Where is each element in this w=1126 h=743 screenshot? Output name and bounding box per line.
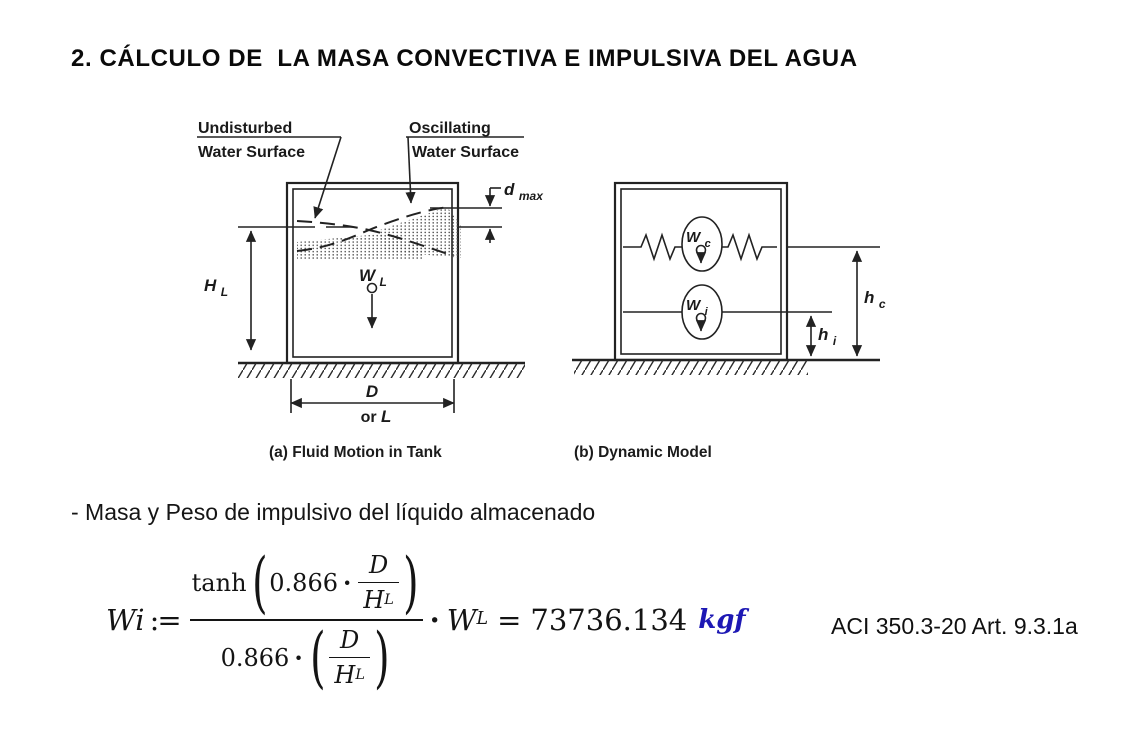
section-subtitle: - Masa y Peso de impulsivo del líquido a… xyxy=(71,499,596,525)
fraction-bar xyxy=(358,582,399,583)
page-title: 2. CÁLCULO DE LA MASA CONVECTIVA E IMPUL… xyxy=(71,45,858,72)
multiply-dot: · xyxy=(343,568,352,597)
oscillating-surface-curves xyxy=(296,206,455,257)
open-paren: ( xyxy=(251,543,268,621)
coefficient: 0.866 xyxy=(220,643,290,672)
ground-right xyxy=(572,358,880,375)
svg-text:Oscillating: Oscillating xyxy=(409,120,491,137)
close-paren: ) xyxy=(403,543,419,621)
tanh-function: tanh xyxy=(191,568,247,597)
coefficient: 0.866 xyxy=(269,568,338,597)
fraction-bar xyxy=(329,657,370,658)
width-label: D xyxy=(366,382,378,401)
undisturbed-leader-arrow xyxy=(313,136,342,219)
wi-label: W i xyxy=(686,297,709,318)
open-paren: ( xyxy=(309,618,326,696)
var-h: H xyxy=(363,586,385,614)
oscillating-leader-arrow xyxy=(405,136,416,204)
result-unit: kgf xyxy=(698,605,746,635)
undisturbed-water-surface-label: Undisturbed Water Surface xyxy=(197,120,342,219)
svg-text:Water Surface: Water Surface xyxy=(198,144,305,161)
formula-lhs: Wi xyxy=(106,603,145,637)
sub-l: L xyxy=(384,591,394,608)
oscillating-water-surface-label: Oscillating Water Surface xyxy=(405,120,524,204)
caption-dynamic-model: (b) Dynamic Model xyxy=(574,444,712,461)
var-d: D xyxy=(340,626,360,654)
hl-label: H L xyxy=(204,276,228,299)
impulsive-mass: W i xyxy=(623,284,832,340)
spring-left xyxy=(623,232,682,262)
oscillating-water-shading xyxy=(297,207,461,259)
wl-weight-symbol: W L xyxy=(359,266,387,329)
wl-label: W L xyxy=(359,266,387,289)
sub-l: L xyxy=(355,666,365,683)
width-dimension: D or L xyxy=(290,379,455,426)
hc-label: h c xyxy=(864,288,886,311)
sub-l: L xyxy=(476,609,489,630)
svg-text:Water Surface: Water Surface xyxy=(412,144,519,161)
var-h: H xyxy=(334,661,356,689)
fluid-motion-diagram: d max H L W L xyxy=(197,120,544,426)
hl-dimension: H L xyxy=(204,230,257,351)
fraction-bar xyxy=(189,619,423,621)
caption-fluid-motion: (a) Fluid Motion in Tank xyxy=(269,444,442,461)
dynamic-model-diagram: W c W i xyxy=(572,181,886,375)
dmax-dimension: d max xyxy=(430,180,544,243)
multiply-dot: · xyxy=(294,643,303,672)
spring-right xyxy=(722,232,777,262)
multiply-dot: · xyxy=(429,603,440,637)
var-w: W xyxy=(446,603,477,637)
result-value: 73736.134 xyxy=(530,603,688,637)
equals-sign: = xyxy=(497,603,522,637)
assign-operator: := xyxy=(149,603,182,637)
close-paren: ) xyxy=(374,618,390,696)
hi-label: h i xyxy=(818,325,837,348)
dmax-label: d max xyxy=(504,180,544,203)
var-d: D xyxy=(368,551,389,579)
code-reference: ACI 350.3-20 Art. 9.3.1a xyxy=(831,613,1078,639)
wc-label: W c xyxy=(686,229,711,250)
convective-mass: W c xyxy=(623,216,777,272)
ground-left xyxy=(238,361,525,378)
width-alt-label: or L xyxy=(361,407,392,426)
tank-figure: d max H L W L xyxy=(197,120,886,426)
hc-dimension: h c xyxy=(787,246,886,357)
hi-dimension: h i xyxy=(805,315,837,357)
svg-text:Undisturbed: Undisturbed xyxy=(198,120,292,137)
